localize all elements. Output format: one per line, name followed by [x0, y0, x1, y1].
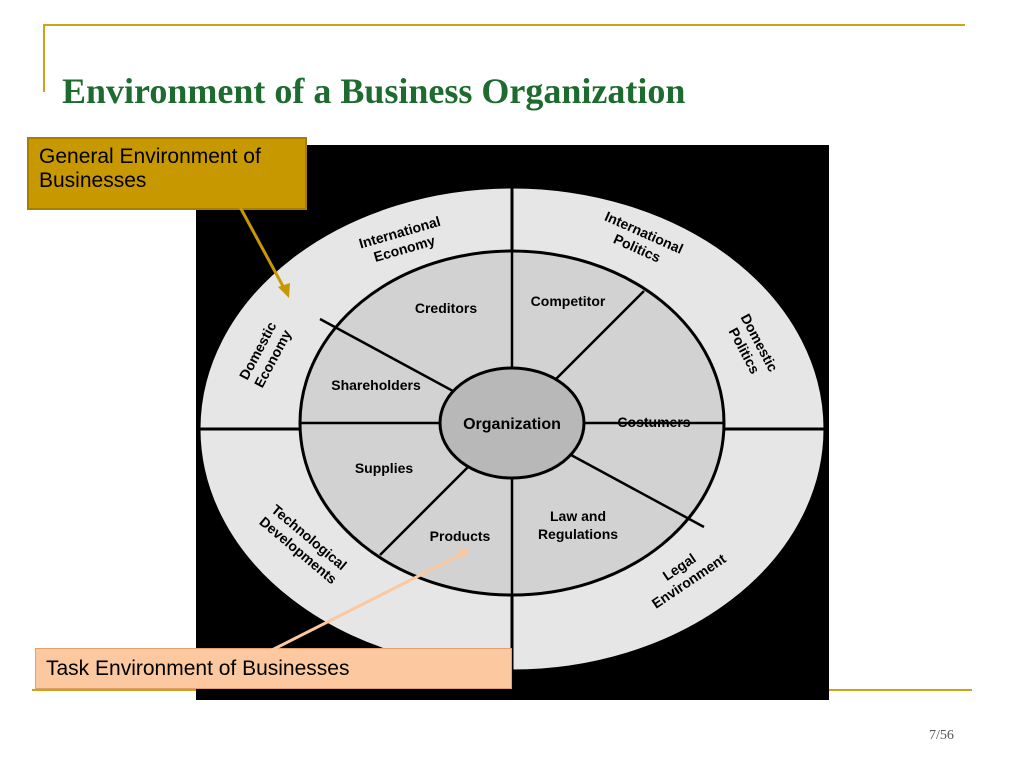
costumers-label: Costumers: [617, 414, 690, 430]
competitor-label: Competitor: [531, 293, 606, 309]
task-environment-callout: Task Environment of Businesses: [35, 648, 512, 689]
organization-core: [438, 366, 586, 480]
environment-diagram: Organization Creditors Competitor Shareh…: [196, 145, 829, 700]
general-environment-callout: General Environment of Businesses: [27, 137, 307, 210]
organization-label: Organization: [463, 416, 561, 433]
shareholders-label: Shareholders: [331, 377, 421, 393]
law-label-line1: Law and: [550, 508, 606, 524]
creditors-label: Creditors: [415, 300, 477, 316]
page-number: 7/56: [929, 728, 954, 743]
top-rule: [43, 24, 965, 26]
left-rule: [43, 24, 45, 92]
slide-title: Environment of a Business Organization: [62, 71, 686, 111]
supplies-label: Supplies: [355, 460, 414, 476]
products-label: Products: [430, 528, 491, 544]
law-label-line2: Regulations: [538, 526, 618, 542]
environment-diagram-svg: Organization Creditors Competitor Shareh…: [197, 185, 827, 673]
